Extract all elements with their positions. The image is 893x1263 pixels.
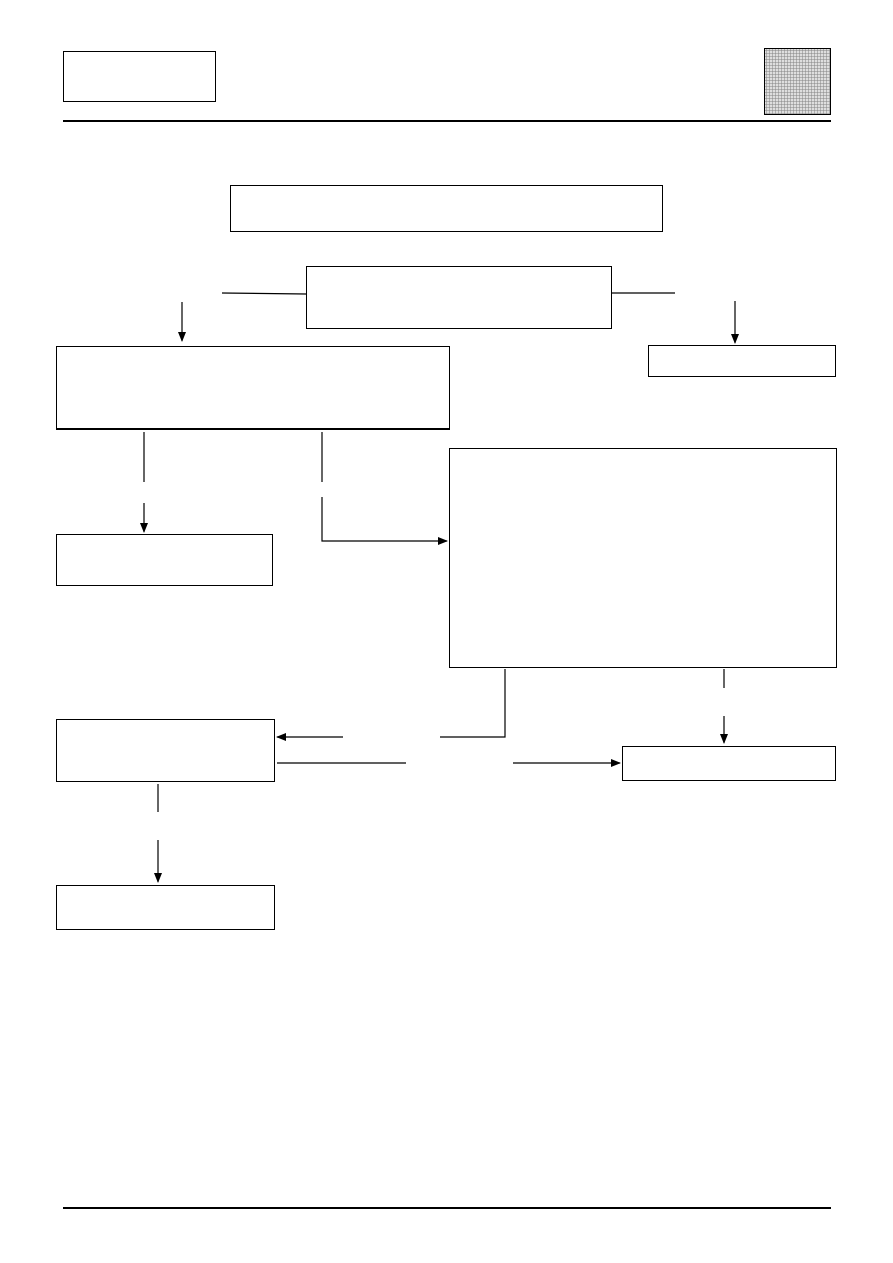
bottom-left-box: [56, 885, 275, 930]
right-top-box: [648, 345, 836, 377]
header-label-box: [63, 51, 216, 102]
arrow-to-large-box: [321, 497, 448, 545]
connector-decision-left: [221, 292, 307, 295]
header-rule: [63, 120, 831, 122]
top-box: [230, 185, 663, 232]
section-tab-marker: [764, 48, 831, 115]
connector-large-to-action: [440, 669, 506, 738]
action-left-box: [56, 719, 275, 782]
decision-box: [306, 266, 612, 329]
footer-rule: [63, 1207, 831, 1209]
right-bottom-box: [622, 746, 836, 781]
left-box: [56, 346, 450, 430]
mid-left-box: [56, 534, 273, 586]
large-box: [449, 448, 837, 668]
